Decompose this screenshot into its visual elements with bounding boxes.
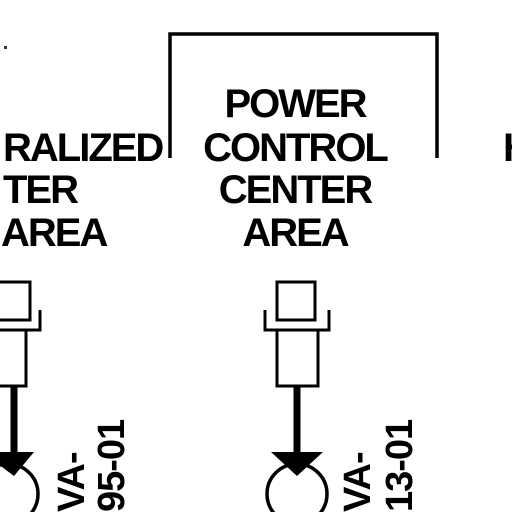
valve-tag-left-line2: 95-01	[91, 419, 133, 512]
actuator-left	[0, 280, 42, 512]
area-bracket	[168, 32, 439, 158]
area-label-center: POWER CONTROL CENTER AREA	[203, 82, 390, 255]
area-label-left-line: AREA	[1, 211, 107, 255]
actuator-center	[263, 280, 331, 512]
area-label-center-line: POWER	[224, 82, 367, 126]
stray-dot	[4, 46, 7, 49]
area-label-left-line: TER	[3, 168, 79, 212]
area-label-left: RALIZED TER AREA	[1, 126, 165, 255]
area-label-center-line: CENTER	[219, 168, 374, 212]
area-label-right: H	[503, 126, 512, 170]
valve-tag-center-line1: VA-	[337, 452, 379, 512]
area-label-left-line: RALIZED	[3, 126, 163, 170]
area-label-center-line: AREA	[242, 211, 348, 255]
area-label-right-line: H	[503, 126, 512, 170]
area-label-center-line: CONTROL	[203, 126, 388, 170]
valve-tag-center-line2: 13-01	[379, 419, 421, 512]
valve-tag-left-line1: VA-	[51, 452, 93, 512]
